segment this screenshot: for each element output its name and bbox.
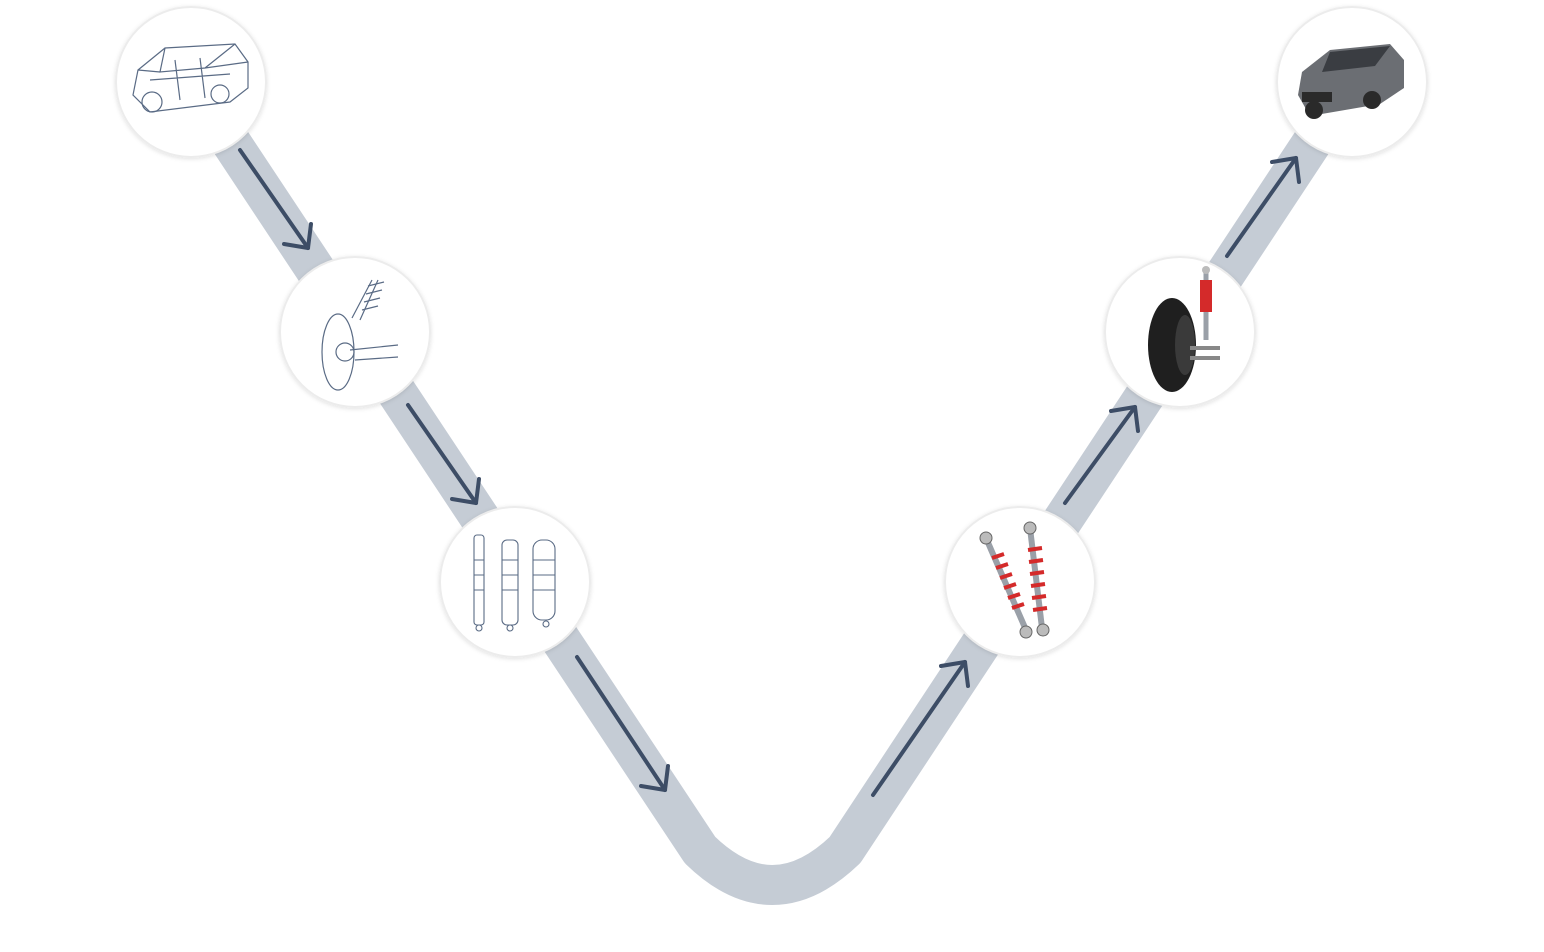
step-1-node (115, 6, 267, 158)
step-2-node (279, 256, 431, 408)
arrow-down-1 (238, 148, 313, 250)
wireframe-suspension-icon (321, 279, 399, 391)
arrow-down-2 (406, 403, 481, 505)
finished-car-icon (1298, 44, 1404, 119)
step-6-node (1276, 6, 1428, 158)
v-track (174, 70, 1369, 905)
step-5-node (1104, 256, 1256, 408)
arrow-down-3 (575, 655, 670, 792)
step-3-node (439, 506, 591, 658)
red-shock-absorbers-icon (979, 521, 1050, 639)
wireframe-shock-absorbers-icon (473, 534, 556, 632)
arrow-up-1 (871, 660, 970, 797)
step-4-node (944, 506, 1096, 658)
arrow-up-3 (1225, 156, 1301, 258)
wheel-suspension-icon (1148, 266, 1220, 392)
flow-arrows (238, 148, 1301, 797)
arrow-up-2 (1063, 405, 1140, 505)
wireframe-car-icon (132, 43, 249, 113)
